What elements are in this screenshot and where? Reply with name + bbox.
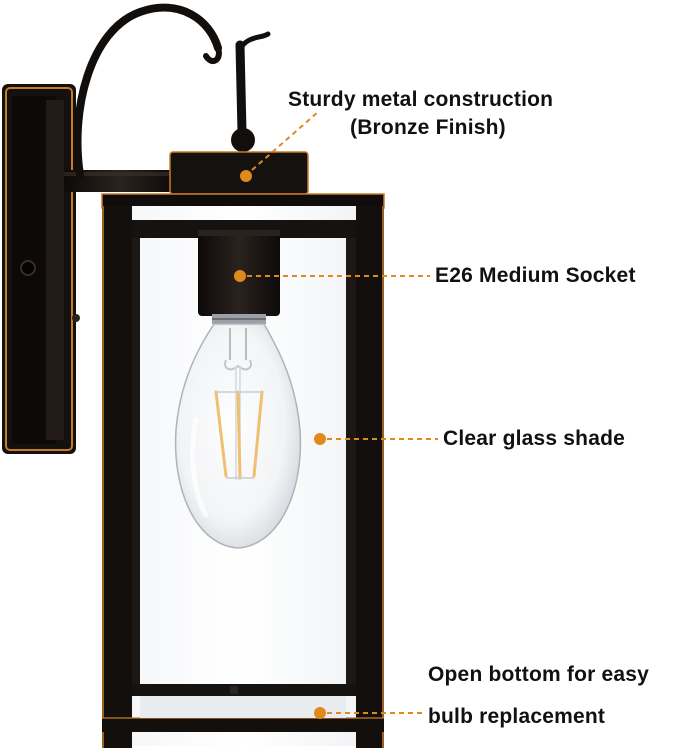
callout-socket [234,270,430,282]
socket-label: E26 Medium Socket [435,264,636,287]
decorative-hook [73,3,271,179]
edison-bulb [174,323,302,549]
wall-backplate [2,84,80,454]
callout-construction [240,111,319,182]
mounting-screw-icon [20,260,36,276]
callout-glass [314,433,438,445]
construction-label-line2: (Bronze Finish) [350,116,506,139]
callout-bottom [314,707,422,719]
bottom-label-line2: bulb replacement [428,705,606,728]
bottom-label-line1: Open bottom for easy [428,663,650,686]
mounting-arm [64,170,176,192]
glass-label: Clear glass shade [443,427,625,450]
construction-label-line1: Sturdy metal construction [288,88,554,111]
